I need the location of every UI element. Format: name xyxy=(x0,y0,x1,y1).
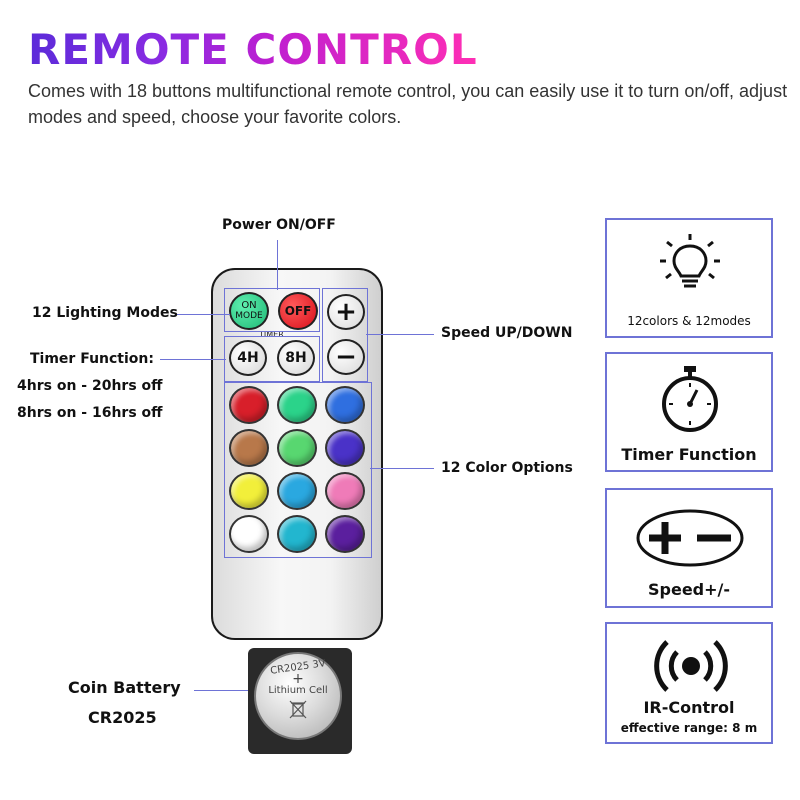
panel-subcaption-ir: effective range: 8 m xyxy=(620,721,758,735)
speed-down-button: − xyxy=(327,339,365,375)
modes-connector xyxy=(176,314,230,315)
timer-function-label: Timer Function: xyxy=(30,351,154,367)
color-options-label: 12 Color Options xyxy=(441,460,573,476)
speed-up-button: + xyxy=(327,294,365,330)
mode-label: MODE xyxy=(235,311,263,321)
feature-panel-speed: Speed+/- xyxy=(605,488,773,608)
power-connector-vertical xyxy=(277,240,278,290)
timer-line-2: 8hrs on - 16hrs off xyxy=(17,405,163,421)
timer-label: TIMER xyxy=(259,330,284,339)
speed-buttons-frame xyxy=(322,288,368,382)
stopwatch-icon xyxy=(662,366,718,432)
speed-label: Speed UP/DOWN xyxy=(441,325,573,341)
on-mode-button: ON MODE xyxy=(229,292,269,330)
color-connector xyxy=(370,468,434,469)
lightbulb-icon xyxy=(660,234,720,288)
color-button xyxy=(277,472,317,510)
battery-model-label: CR2025 xyxy=(88,708,157,727)
timer-4h-label: 4H xyxy=(237,350,259,366)
coin-battery: CR2025 3V + Lithium Cell xyxy=(254,652,342,740)
power-label: Power ON/OFF xyxy=(222,217,336,233)
color-button xyxy=(229,429,269,467)
timer-buttons-frame xyxy=(224,336,320,382)
color-button xyxy=(229,472,269,510)
plus-glyph: + xyxy=(335,297,357,327)
timer-8h-label: 8H xyxy=(285,350,307,366)
color-button xyxy=(325,429,365,467)
timer-connector xyxy=(160,359,226,360)
timer-line-1: 4hrs on - 20hrs off xyxy=(17,378,163,394)
panel-caption-ir: IR-Control xyxy=(643,698,735,717)
timer-8h-button: 8H xyxy=(277,340,315,376)
color-button xyxy=(325,386,365,424)
plus-minus-icon xyxy=(636,509,744,567)
recycle-bin-crossed-icon xyxy=(289,700,307,719)
battery-plus-text: + xyxy=(292,671,304,687)
color-button xyxy=(229,386,269,424)
power-buttons-frame xyxy=(224,288,320,332)
coin-battery-label: Coin Battery xyxy=(68,678,181,697)
panel-caption-colors-modes: 12colors & 12modes xyxy=(627,314,751,328)
product-description: Comes with 18 buttons multifunctional re… xyxy=(28,81,788,127)
speed-connector xyxy=(366,334,434,335)
off-label: OFF xyxy=(284,304,312,318)
panel-caption-timer: Timer Function xyxy=(621,445,757,464)
color-button xyxy=(325,515,365,553)
lighting-modes-label: 12 Lighting Modes xyxy=(32,305,178,321)
feature-panel-colors-modes: 12colors & 12modes xyxy=(605,218,773,338)
off-button: OFF xyxy=(278,292,318,330)
page-title: REMOTE CONTROL xyxy=(28,25,478,74)
color-button xyxy=(277,515,317,553)
battery-type-text: Lithium Cell xyxy=(268,685,328,696)
panel-caption-speed: Speed+/- xyxy=(647,580,731,599)
on-label: ON xyxy=(241,300,257,311)
color-button xyxy=(325,472,365,510)
color-button xyxy=(229,515,269,553)
feature-panel-timer: Timer Function xyxy=(605,352,773,472)
ir-signal-icon xyxy=(654,640,728,692)
color-button xyxy=(277,386,317,424)
battery-connector xyxy=(194,690,258,691)
minus-glyph: − xyxy=(335,342,357,372)
color-buttons-frame xyxy=(224,382,372,558)
color-button xyxy=(277,429,317,467)
timer-4h-button: 4H xyxy=(229,340,267,376)
feature-panel-ir: IR-Control effective range: 8 m xyxy=(605,622,773,744)
